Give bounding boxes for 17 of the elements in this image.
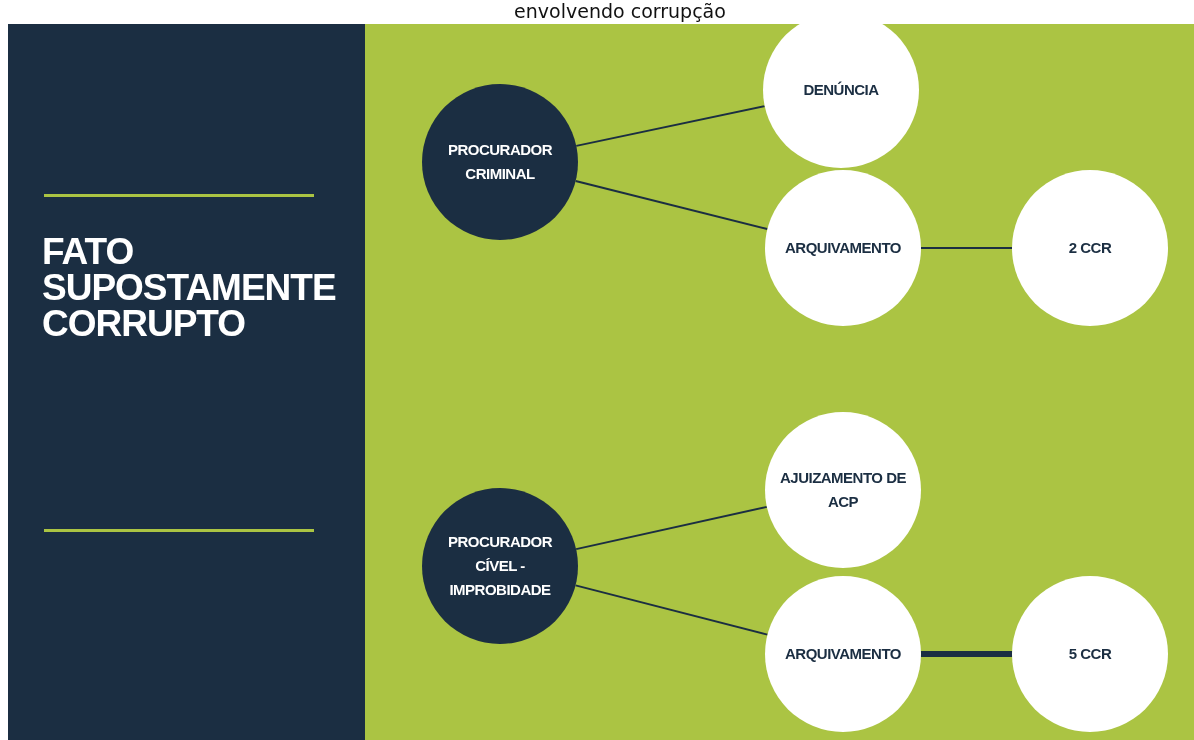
panel-heading: FATO SUPOSTAMENTE CORRUPTO <box>42 234 337 342</box>
connector-line <box>575 105 766 147</box>
node-label: 2 CCR <box>1068 238 1112 258</box>
connector-line <box>921 651 1012 657</box>
node-label: ARQUIVAMENTO <box>785 644 901 664</box>
node-label: ARQUIVAMENTO <box>785 238 901 258</box>
node-label: 5 CCR <box>1068 644 1112 664</box>
node-label: AJUIZAMENTO DE ACP <box>778 468 908 512</box>
node-label: DENÚNCIA <box>803 80 879 100</box>
side-panel <box>8 24 365 740</box>
connector-line <box>575 505 768 551</box>
connector-line <box>574 584 769 636</box>
connector-line <box>920 247 1013 249</box>
node-label: PROCURADOR CRIMINAL <box>446 140 554 184</box>
node-label: PROCURADOR CÍVEL - IMPROBIDADE <box>446 532 554 600</box>
connector-line <box>574 179 769 231</box>
title: envolvendo corrupção <box>513 0 727 22</box>
